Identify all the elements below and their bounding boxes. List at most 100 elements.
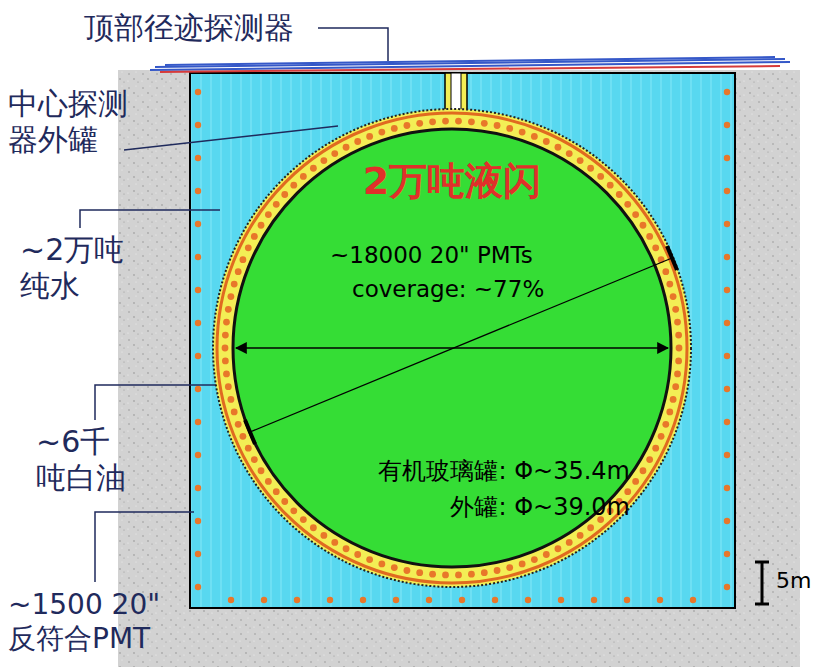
pmt-dot	[343, 144, 350, 151]
pmt-dot	[320, 157, 327, 164]
pmt-dot	[258, 467, 265, 474]
pmt-dot	[360, 597, 366, 603]
pmt-dot	[366, 556, 373, 563]
pmt-dot	[662, 421, 669, 428]
pmt-dot	[343, 545, 350, 552]
pmt-dot	[455, 572, 462, 579]
pmt-dot	[455, 118, 462, 125]
pmt-dot	[195, 419, 201, 425]
pmt-dot	[555, 545, 562, 552]
pmt-dot	[624, 597, 630, 603]
pmt-dot	[310, 524, 317, 531]
pmt-dot	[543, 551, 550, 558]
pmt-dot	[566, 539, 573, 546]
pmt-dot	[225, 306, 232, 313]
pmt-dot	[378, 560, 385, 567]
pmt-dot	[251, 233, 258, 240]
pmt-dot	[258, 222, 265, 229]
pmt-dot	[525, 597, 531, 603]
pmt-dot	[222, 332, 229, 339]
pmt-dot	[231, 409, 238, 416]
pmt-dot	[404, 122, 411, 129]
pmt-dot	[670, 396, 677, 403]
pmt-dot	[640, 222, 647, 229]
pmt-dot	[646, 456, 653, 463]
pmt-dot	[624, 201, 631, 208]
pmt-dot	[459, 597, 465, 603]
pmt-dot	[391, 125, 398, 132]
pmt-dot	[674, 370, 681, 377]
pmt-dot	[724, 485, 730, 491]
pmt-dot	[366, 133, 373, 140]
pmt-dot	[195, 287, 201, 293]
pmt-dot	[724, 155, 730, 161]
diameter-line	[250, 258, 672, 432]
pmt-dot	[675, 358, 682, 365]
part-label: 顶部径迹探测器	[84, 10, 324, 46]
pmt-dot	[555, 144, 562, 151]
pmt-dot	[442, 572, 449, 579]
pmt-dot	[672, 306, 679, 313]
pmt-dot	[666, 281, 673, 288]
veto-pmts	[195, 89, 730, 603]
pmt-dot	[658, 433, 665, 440]
detector-note: ~18000 20" PMTs	[330, 242, 533, 268]
pmt-dot	[724, 89, 730, 95]
pmt-dot	[416, 120, 423, 127]
pmt-dot	[506, 125, 513, 132]
pmt-dot	[195, 320, 201, 326]
scale-label: 5m	[776, 568, 812, 594]
pmt-dot	[195, 551, 201, 557]
pmt-dot	[354, 138, 361, 145]
pmt-dot	[531, 556, 538, 563]
pmt-dot	[195, 584, 201, 590]
pmt-dot	[724, 287, 730, 293]
pmt-dot	[616, 191, 623, 198]
pmt-dot	[724, 386, 730, 392]
pmt-dot	[245, 244, 252, 251]
pmt-dot	[235, 421, 242, 428]
pmt-dot	[597, 173, 604, 180]
pmt-dot	[225, 383, 232, 390]
pmt-dot	[300, 173, 307, 180]
pmt-dot	[195, 254, 201, 260]
pmt-dot	[724, 419, 730, 425]
pmt-dot	[646, 233, 653, 240]
pmt-dot	[231, 281, 238, 288]
part-label: 中心探测 器外罐	[8, 86, 148, 158]
part-label: ~6千 吨白油	[36, 424, 151, 496]
part-label: ~1500 20" 反符合PMT	[8, 588, 178, 655]
pmt-dot	[235, 268, 242, 275]
pmt-dot	[223, 319, 230, 326]
pmt-dot	[265, 211, 272, 218]
outer-tank	[213, 109, 691, 587]
pmt-dot	[632, 211, 639, 218]
pmt-dot	[228, 597, 234, 603]
pmt-dot	[195, 221, 201, 227]
pmt-dot	[577, 532, 584, 539]
pmt-dot	[543, 138, 550, 145]
pmt-dot	[587, 165, 594, 172]
pmt-dot	[724, 122, 730, 128]
part-label: ~2万吨 纯水	[20, 232, 140, 304]
pmt-dot	[674, 319, 681, 326]
pmt-dot	[531, 133, 538, 140]
pmt-dot	[468, 118, 475, 125]
pmt-dot	[494, 567, 501, 574]
central-detector: 2万吨液闪~18000 20" PMTscoverage: ~77%有机玻璃罐:…	[212, 108, 692, 588]
pmt-dot	[426, 597, 432, 603]
pmt-dot	[577, 157, 584, 164]
pmt-dot	[331, 539, 338, 546]
pmt-dot	[724, 551, 730, 557]
pmt-dot	[273, 488, 280, 495]
pmt-dot	[672, 383, 679, 390]
pmt-dot	[724, 518, 730, 524]
pmt-dot	[494, 122, 501, 129]
water-pool	[190, 73, 735, 608]
pmt-dot	[724, 584, 730, 590]
detector-note: 有机玻璃罐: Φ~35.4m	[378, 458, 630, 486]
pmt-dot	[519, 560, 526, 567]
pmt-dot	[310, 165, 317, 172]
pmt-dot	[640, 467, 647, 474]
pmt-dot	[245, 445, 252, 452]
